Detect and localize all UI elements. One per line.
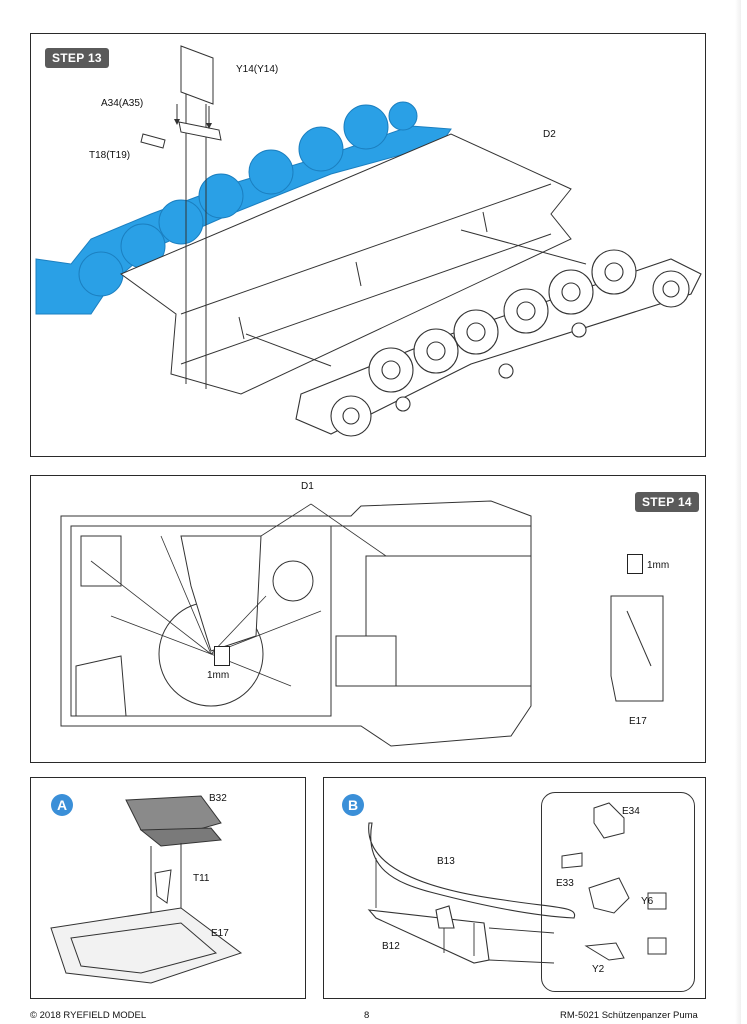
label-b12: B12 <box>382 941 400 952</box>
label-t18: T18(T19) <box>89 150 131 161</box>
step14-illustration <box>60 500 664 747</box>
substep-a-panel: A B32 T11 E17 <box>30 777 306 999</box>
label-glue-side: 1mm <box>647 560 670 571</box>
substep-a-illustration <box>50 795 243 984</box>
detail-callout <box>541 792 695 992</box>
substep-b-marker: B <box>342 794 364 816</box>
footer-product: RM-5021 Schützenpanzer Puma <box>560 1010 698 1021</box>
step14-panel: STEP 14 D1 1mm 1mm E17 <box>30 475 706 763</box>
step14-badge: STEP 14 <box>635 492 699 512</box>
label-a34: A34(A35) <box>101 98 144 109</box>
step13-panel: STEP 13 Y14(Y14) A34(A35) T18(T19) D2 <box>30 33 706 457</box>
label-b13: B13 <box>437 856 455 867</box>
label-d2: D2 <box>543 129 556 140</box>
label-t11: T11 <box>193 873 210 884</box>
label-d1: D1 <box>301 481 314 492</box>
label-e17: E17 <box>629 716 647 727</box>
step13-badge: STEP 13 <box>45 48 109 68</box>
substep-b-panel: B B13 B12 E34 E33 Y6 Y2 <box>323 777 706 999</box>
label-e17: E17 <box>211 928 229 939</box>
label-e34: E34 <box>622 806 640 817</box>
label-glue-main: 1mm <box>207 670 230 681</box>
label-y6: Y6 <box>641 896 654 907</box>
step13-illustration <box>35 45 702 437</box>
scan-edge <box>735 0 741 1024</box>
glue-icon <box>627 554 643 574</box>
label-y14: Y14(Y14) <box>236 64 279 75</box>
label-y2: Y2 <box>592 964 605 975</box>
footer-copyright: © 2018 RYEFIELD MODEL <box>30 1010 147 1021</box>
label-b32: B32 <box>209 793 227 804</box>
label-e33: E33 <box>556 878 574 889</box>
substep-a-marker: A <box>51 794 73 816</box>
substep-b-illustration <box>367 802 667 964</box>
footer-page-number: 8 <box>364 1010 370 1021</box>
glue-icon <box>214 646 230 666</box>
